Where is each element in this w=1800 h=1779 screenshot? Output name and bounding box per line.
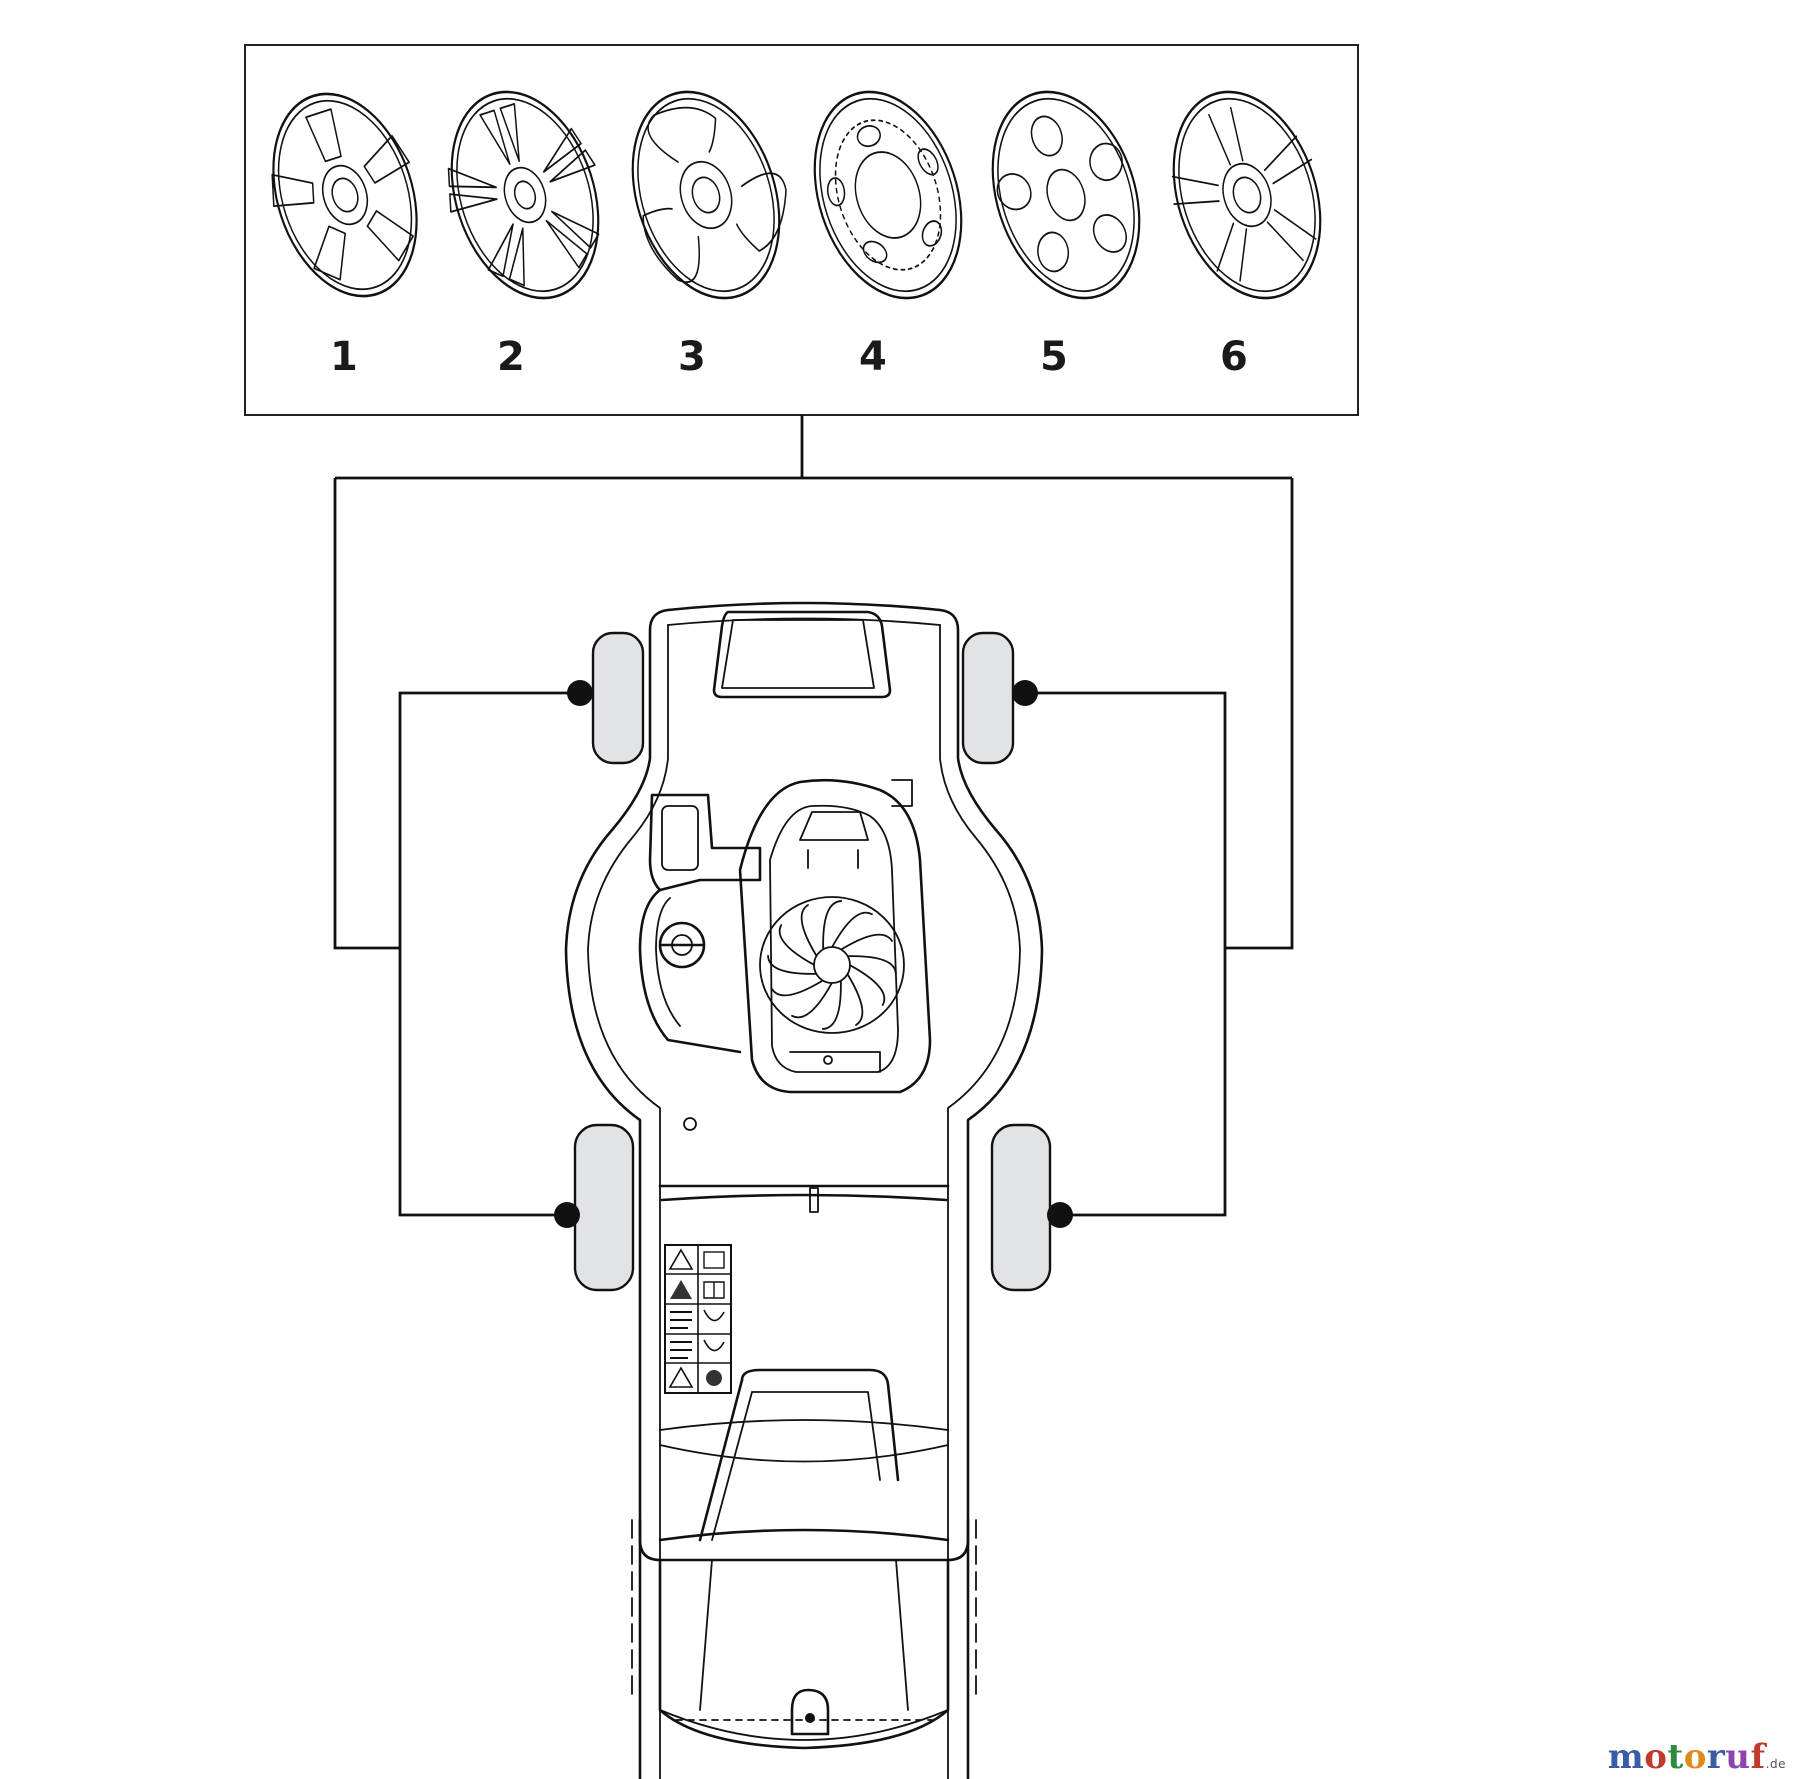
hubcap-2-icon	[447, 90, 600, 300]
hubcap-5-icon	[991, 90, 1141, 300]
hubcap-label-4: 4	[859, 334, 887, 380]
watermark-tld: .de	[1765, 1757, 1786, 1771]
engine-flywheel	[759, 896, 905, 1034]
hubcap-3-icon	[631, 90, 787, 300]
lawn-mower-top-view	[564, 601, 1044, 1779]
wheel-rear-right	[990, 1123, 1052, 1292]
hubcap-label-3: 3	[678, 334, 706, 380]
connector-lines	[333, 415, 1294, 1217]
hubcap-options-frame	[244, 44, 1359, 416]
hub-dot-front-left	[567, 680, 593, 706]
motoruf-watermark-logo: motoruf.de	[1608, 1737, 1786, 1777]
wheel-front-left	[591, 631, 645, 765]
wheel-rear-left	[573, 1123, 635, 1292]
safety-warning-label	[664, 1244, 732, 1394]
hub-dot-rear-right	[1047, 1202, 1073, 1228]
hubcap-label-6: 6	[1220, 334, 1248, 380]
watermark-text: motoruf	[1607, 1737, 1766, 1777]
hub-dot-rear-left	[554, 1202, 580, 1228]
hubcap-label-1: 1	[330, 334, 358, 380]
hubcap-6-icon	[1171, 90, 1322, 300]
hubcap-1-icon	[271, 92, 418, 298]
wheel-front-right	[961, 631, 1015, 765]
hub-dot-front-right	[1012, 680, 1038, 706]
hubcap-label-2: 2	[497, 334, 525, 380]
hubcap-4-icon	[813, 90, 963, 300]
hubcap-label-5: 5	[1040, 334, 1068, 380]
